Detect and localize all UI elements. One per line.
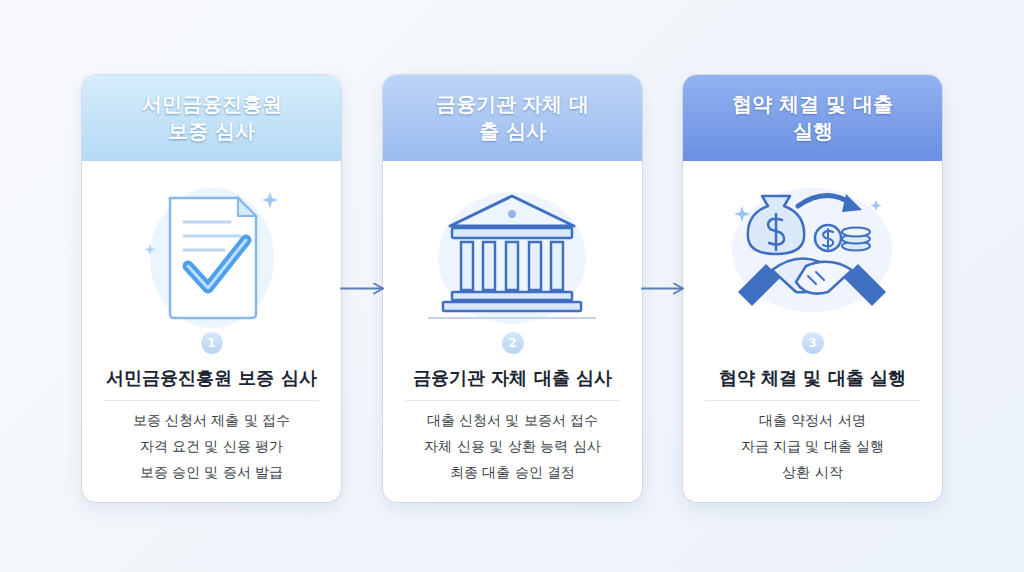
step-header: 금융기관 자체 대출 심사: [430, 91, 595, 145]
header-band: [82, 75, 341, 161]
step-detail: 상환 시작: [691, 461, 934, 483]
step-detail: 대출 약정서 서명: [691, 409, 934, 431]
step-title: 금융기관 자체 대출 심사: [391, 366, 634, 390]
step-number: 2: [508, 337, 516, 349]
step-detail: 보증 승인 및 증서 발급: [90, 461, 333, 483]
step-number-badge: 3: [802, 332, 824, 354]
step-card: 금융기관 자체 대출 심사 2 금융기관 자체 대출 심사대출 신청서 및 보증서 …: [383, 75, 642, 502]
header-band: [683, 75, 942, 161]
flow-arrow: [341, 288, 383, 290]
step-number-badge: 1: [201, 332, 223, 354]
step-number: 1: [207, 337, 215, 349]
step-detail: 최종 대출 승인 결정: [391, 461, 634, 483]
step-header: 협약 체결 및 대출 실행: [730, 91, 895, 145]
divider-line: [405, 400, 620, 401]
step-detail: 자체 신용 및 상환 능력 심사: [391, 435, 634, 457]
header-band: [383, 75, 642, 161]
step-header: 서민금융진흥원 보증 심사: [129, 91, 294, 145]
step-detail: 자금 지급 및 대출 실행: [691, 435, 934, 457]
flow-arrow: [642, 288, 683, 290]
divider-line: [104, 400, 319, 401]
step-number-badge: 2: [502, 332, 524, 354]
step-card: 협약 체결 및 대출 실행 3 협약 체결 및 대출 실행대출 약정서 서명자금 지…: [683, 75, 942, 502]
step-detail: 보증 신청서 제출 및 접수: [90, 409, 333, 431]
step-title: 서민금융진흥원 보증 심사: [90, 366, 333, 390]
step-title: 협약 체결 및 대출 실행: [691, 366, 934, 390]
step-card: 서민금융진흥원 보증 심사 1 서민금융진흥원 보증 심사보증 신청서 제출 및 접…: [82, 75, 341, 502]
step-detail: 대출 신청서 및 보증서 접수: [391, 409, 634, 431]
step-detail: 자격 요건 및 신용 평가: [90, 435, 333, 457]
divider-line: [705, 400, 920, 401]
step-number: 3: [808, 337, 816, 349]
